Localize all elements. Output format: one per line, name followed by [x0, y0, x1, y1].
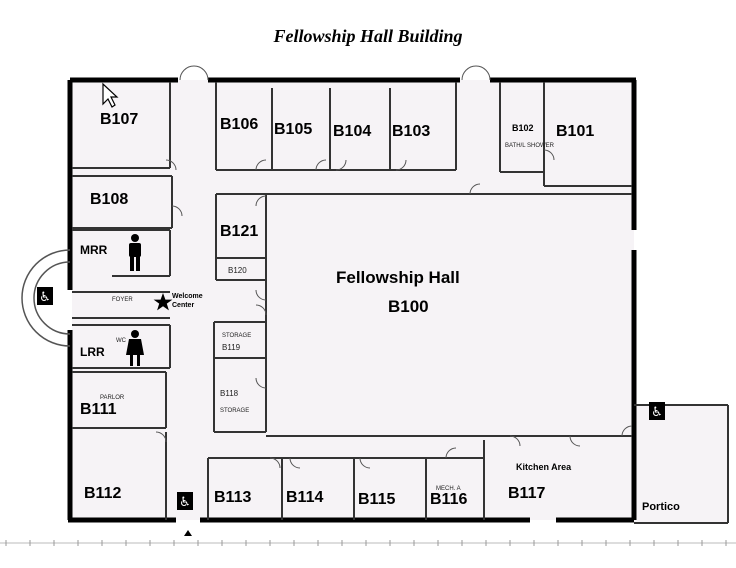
- room-b103: B103: [392, 123, 430, 140]
- entrance-arc: [21, 249, 71, 347]
- note-parlor: PARLOR: [100, 395, 125, 401]
- door-swings: [155, 65, 633, 469]
- note-center: Center: [172, 302, 194, 309]
- note-welcome: Welcome: [172, 293, 203, 300]
- map-title: Fellowship Hall Building: [273, 26, 463, 46]
- room-b107: B107: [100, 111, 138, 128]
- room-lrr: LRR: [80, 345, 105, 359]
- svg-text:♿: ♿: [651, 405, 663, 420]
- room-b113: B113: [214, 489, 251, 506]
- man-icon: [129, 234, 141, 271]
- room-b120: B120: [228, 266, 247, 275]
- star-icon: [153, 293, 173, 311]
- hall-name: Fellowship Hall: [336, 268, 460, 287]
- room-b104: B104: [333, 123, 371, 140]
- note-bath: BATH/L SHOWER: [505, 143, 555, 149]
- entrance-arrow: [184, 530, 192, 536]
- svg-text:♿: ♿: [39, 290, 51, 305]
- svg-text:♿: ♿: [179, 495, 191, 510]
- room-mrr: MRR: [80, 243, 108, 257]
- wheelchair-icon: ♿: [37, 287, 53, 305]
- cursor-icon: [102, 82, 119, 108]
- room-b114: B114: [286, 489, 323, 506]
- room-b118: B118: [220, 389, 239, 398]
- woman-icon: [126, 330, 144, 366]
- portico-fill: [634, 405, 728, 523]
- room-b121: B121: [220, 223, 258, 240]
- wheelchair-icon: ♿: [177, 492, 193, 510]
- room-b119: B119: [222, 343, 241, 352]
- room-portico: Portico: [642, 501, 680, 513]
- room-b106: B106: [220, 116, 258, 133]
- note-storage1: STORAGE: [222, 333, 251, 339]
- room-b117: B117: [508, 485, 545, 502]
- note-mech: MECH. A: [436, 486, 461, 492]
- note-foyer: FOYER: [112, 297, 133, 303]
- outer-walls: [67, 77, 637, 523]
- room-b101: B101: [556, 123, 594, 140]
- room-b102: B102: [512, 123, 534, 133]
- note-wc: WC: [116, 338, 127, 344]
- hall-number: B100: [388, 297, 429, 316]
- note-kitchen: Kitchen Area: [516, 462, 572, 472]
- scale-ticks: [5, 540, 727, 546]
- room-b111: B111: [80, 401, 117, 418]
- note-storage2: STORAGE: [220, 408, 249, 414]
- room-b115: B115: [358, 491, 395, 508]
- room-b105: B105: [274, 121, 312, 138]
- wheelchair-icon: ♿: [649, 402, 665, 420]
- room-b112: B112: [84, 485, 121, 502]
- room-b116: B116: [430, 491, 467, 508]
- room-b108: B108: [90, 191, 128, 208]
